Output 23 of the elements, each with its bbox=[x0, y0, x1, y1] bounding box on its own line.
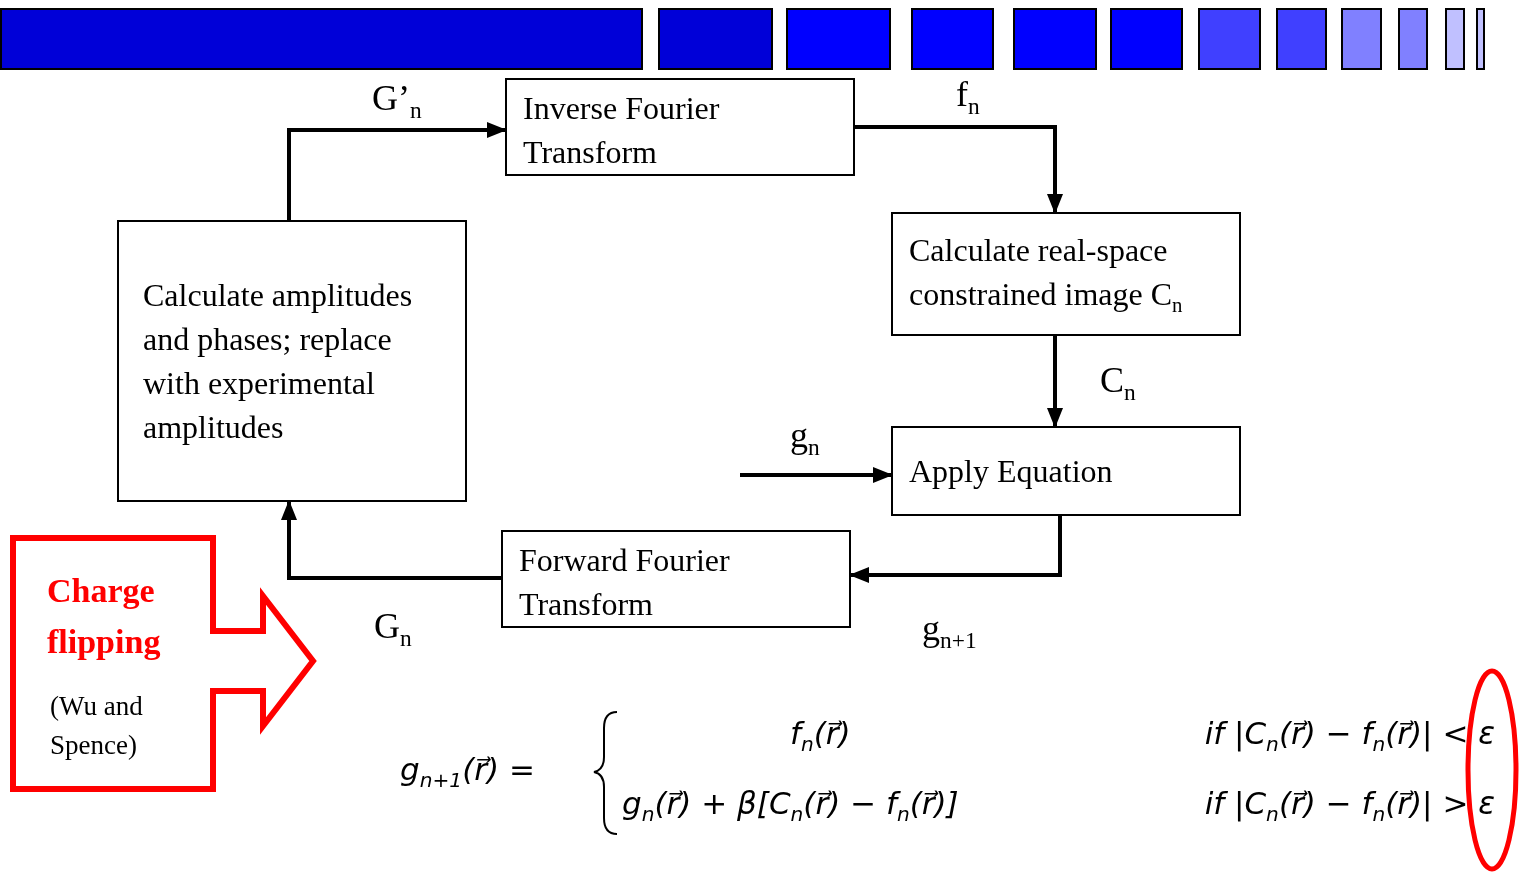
equation-term: g$_{n}$(r⃗) + β[C$_{n}$(r⃗) − f$_{n}$(r⃗)] bbox=[622, 788, 959, 825]
arrow bbox=[281, 500, 501, 580]
arrow bbox=[287, 122, 507, 220]
equation-term: if |C$_{n}$(r⃗) − f$_{n}$(r⃗)| < ε bbox=[1204, 718, 1495, 755]
box-text: Apply Equation bbox=[909, 451, 1113, 491]
box-text: Calculate amplitudes and phases; replace with experimental amplitudes bbox=[143, 275, 414, 448]
equation-term: if |C$_{n}$(r⃗) − f$_{n}$(r⃗)| > ε bbox=[1204, 788, 1495, 825]
note-text: (Wu and Spence) bbox=[50, 690, 144, 763]
process-box bbox=[505, 78, 855, 176]
box-text: Calculate real-space constrained image C$_{n}$ bbox=[909, 230, 1184, 319]
process-box bbox=[501, 530, 851, 628]
process-box bbox=[891, 212, 1241, 336]
equation-term: g$_{n+1}$(r⃗) = bbox=[400, 754, 535, 791]
box-text: Forward Fourier Transform bbox=[519, 541, 731, 625]
arrow bbox=[740, 467, 893, 483]
equation-term: f$_{n}$(r⃗) bbox=[790, 718, 851, 755]
heading-text: Charge flipping bbox=[47, 571, 162, 662]
box-text: Inverse Fourier Transform bbox=[523, 89, 721, 173]
arrow bbox=[849, 516, 1062, 583]
arrow bbox=[855, 125, 1063, 214]
process-box bbox=[891, 426, 1241, 516]
arrow bbox=[1047, 336, 1063, 428]
process-box bbox=[117, 220, 467, 502]
